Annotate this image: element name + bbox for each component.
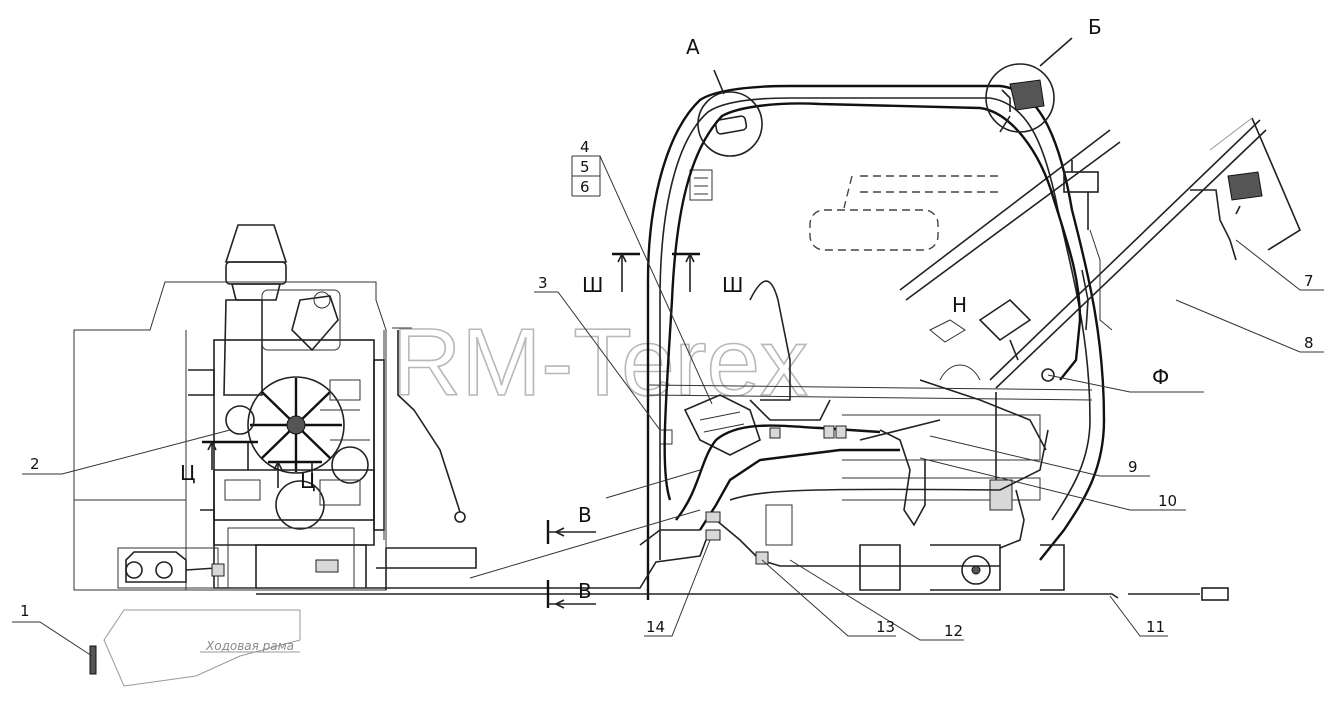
detail-a-circle (697, 91, 763, 157)
callout-12: 12 (944, 622, 963, 640)
watermark-text: RM-Terex (392, 309, 808, 416)
callout-7: 7 (1304, 272, 1314, 290)
view-phi-label: Ф (1152, 365, 1169, 389)
callout-8: 8 (1304, 334, 1314, 352)
view-n-label: Н (952, 293, 967, 317)
callout-3: 3 (538, 274, 548, 292)
view-a-label: А (686, 35, 700, 59)
leader-lines (12, 155, 1324, 657)
wiring-harness (211, 102, 1237, 601)
section-marks: Ш Ш Ц Ц В В (180, 252, 743, 609)
callout-11: 11 (1146, 618, 1165, 636)
frame-label: Ходовая рама (205, 639, 294, 653)
callout-1: 1 (20, 602, 30, 620)
section-sh-left: Ш (582, 273, 603, 297)
section-v-top: В (578, 503, 592, 527)
callout-2: 2 (30, 455, 40, 473)
callout-9: 9 (1128, 458, 1138, 476)
callout-4: 4 (580, 138, 590, 156)
operator-cab (646, 84, 1267, 600)
callout-14: 14 (646, 618, 665, 636)
callout-13: 13 (876, 618, 895, 636)
detail-circles (697, 37, 1302, 251)
view-b-label: Б (1088, 15, 1102, 39)
section-ts-left: Ц (180, 461, 196, 485)
callout-5: 5 (580, 158, 590, 176)
callout-10: 10 (1158, 492, 1177, 510)
section-ts-right: Ц (300, 469, 316, 493)
callout-numbers: 1 2 3 4 5 6 7 8 9 10 11 12 13 14 (20, 138, 1314, 640)
view-labels: А Б Ф Н (686, 15, 1169, 389)
section-sh-right: Ш (722, 273, 743, 297)
callout-6: 6 (580, 178, 590, 196)
running-frame: Ходовая рама (89, 609, 301, 687)
detail-b-circle (985, 63, 1055, 133)
section-v-bottom: В (578, 579, 592, 603)
